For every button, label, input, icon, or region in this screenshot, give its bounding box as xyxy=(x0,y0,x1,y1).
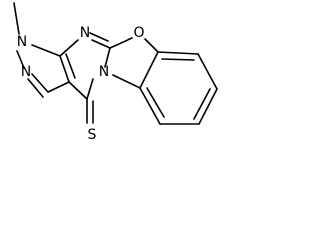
bond-n-top-c2-double xyxy=(89,32,109,42)
bond-c4-c3a xyxy=(68,81,88,100)
bond-n2-c3-double xyxy=(27,78,44,98)
bond-benz-5-double xyxy=(146,87,165,118)
bond-c7a-n1 xyxy=(31,44,61,57)
bond-n1-n2 xyxy=(16,50,25,69)
bond-c3a-c7a-double xyxy=(65,53,76,79)
bond-n-top-c2 xyxy=(91,39,111,49)
bond-c2-o xyxy=(109,37,133,49)
atom-n-pyrazole: N xyxy=(21,64,31,80)
bond-benz-2 xyxy=(197,53,218,90)
bond-c7a-n-top xyxy=(59,39,79,57)
bond-n-bridge-c4 xyxy=(86,78,94,100)
atom-n-methyl: N xyxy=(17,34,27,50)
bond-n-bridge-c3a-benz xyxy=(112,74,141,89)
bond-benz-3-double xyxy=(193,88,211,120)
atom-n-pyrimidine: N xyxy=(80,25,90,41)
bond-methyl xyxy=(13,2,20,35)
bond-c2-n-bridge xyxy=(104,47,111,68)
bond-benz-3 xyxy=(198,88,218,125)
atom-label-layer: N N N O N S xyxy=(17,25,145,143)
bond-benz-1 xyxy=(157,51,199,55)
bond-benz-fusion xyxy=(139,51,159,89)
atom-s-thione: S xyxy=(88,127,97,143)
bond-c3a-c7a xyxy=(59,55,70,83)
bond-benz-1-double xyxy=(161,58,195,61)
bond-benz-5 xyxy=(139,87,161,125)
atom-o-oxazole: O xyxy=(133,25,144,41)
bond-c3-c3a xyxy=(47,81,70,93)
bond-n2-c3 xyxy=(31,73,49,93)
bond-o-c7a-benz xyxy=(144,38,159,53)
structure-diagram: N N N O N S xyxy=(13,2,218,143)
atom-n-bridge: N xyxy=(99,64,109,80)
bond-layer xyxy=(13,2,218,125)
